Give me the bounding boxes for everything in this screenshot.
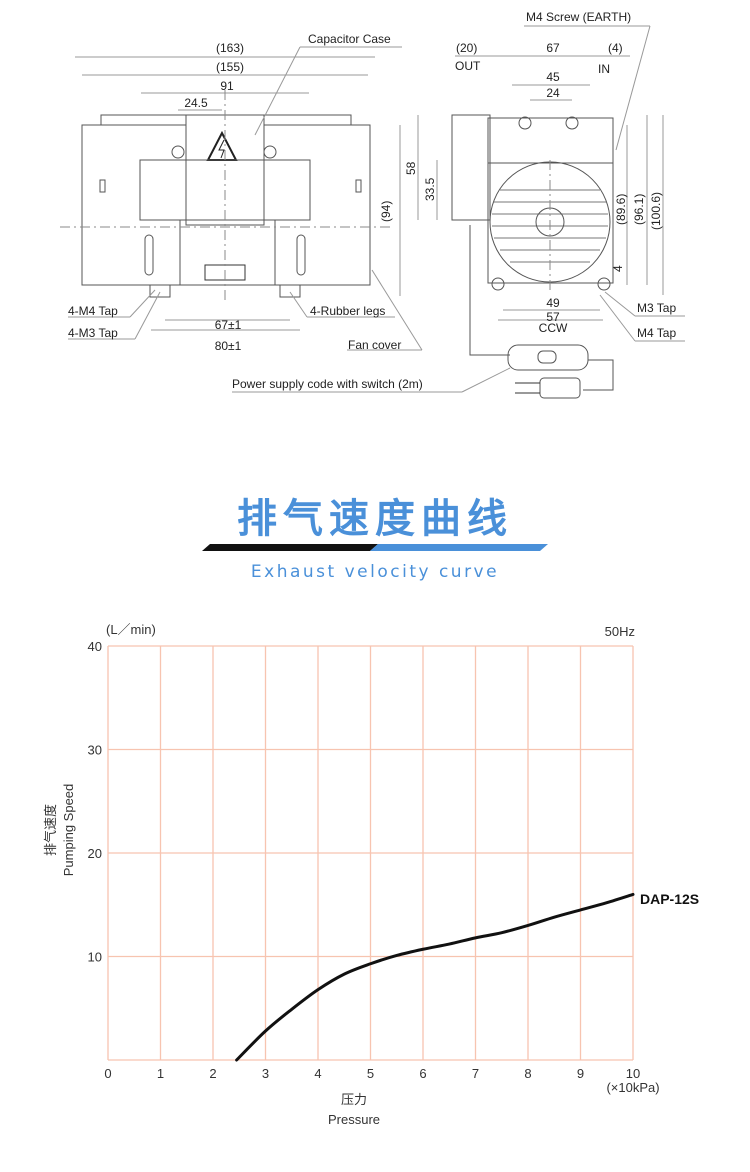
front-view-outline: [60, 46, 511, 393]
dim-24: 24: [546, 86, 560, 100]
x-axis-label-cn: 压力: [341, 1092, 367, 1107]
x-tick-label: 2: [209, 1066, 216, 1081]
series-line-dap-12s: [235, 892, 635, 1062]
ccw-label: CCW: [538, 321, 568, 335]
dim-45: 45: [546, 70, 560, 84]
x-tick-label: 6: [419, 1066, 426, 1081]
section-title-cn: 排气速度曲线: [237, 496, 513, 542]
x-unit-label: (×10kPa): [606, 1080, 659, 1095]
x-axis-label: Pressure: [328, 1112, 380, 1127]
x-tick-label: 1: [157, 1066, 164, 1081]
dim-94: (94): [379, 200, 393, 222]
dim-67-tol: 67±1: [214, 318, 242, 332]
dimension-drawing: [60, 25, 685, 399]
x-tick-label: 0: [104, 1066, 111, 1081]
power-cord-label: Power supply code with switch (2m): [232, 377, 423, 391]
capacitor-case-label: Capacitor Case: [308, 32, 391, 46]
title-underline: [202, 544, 548, 551]
dim-67: 67: [546, 41, 560, 55]
y-tick-label: 20: [88, 846, 102, 861]
rubber-legs-label: 4-Rubber legs: [310, 304, 386, 318]
series-label-dap-12s: DAP-12S: [640, 891, 699, 907]
in-port-label: IN: [598, 62, 610, 76]
dim-163: (163): [215, 41, 245, 55]
chart-ticks: 0 1 2 3 4 5 6 7 8 9 10 10 20 30 40: [88, 639, 641, 1081]
underline-blue: [370, 544, 548, 551]
pumping-speed-chart: 0 1 2 3 4 5 6 7 8 9 10 10 20 30 40 50Hz (L／min) DAP-12…: [43, 622, 699, 1127]
y-tick-label: 30: [88, 743, 102, 758]
dim-49: 49: [546, 296, 560, 310]
m4-tap-label: 4-M4 Tap: [68, 304, 118, 318]
y-tick-label: 10: [88, 950, 102, 965]
m4-tap-side-label: M4 Tap: [637, 326, 677, 340]
frequency-label: 50Hz: [605, 624, 635, 639]
x-tick-label: 10: [626, 1066, 640, 1081]
x-tick-label: 4: [314, 1066, 321, 1081]
fan-cover-label: Fan cover: [348, 338, 402, 352]
dim-57: 57: [546, 310, 560, 324]
dim-58: 58: [404, 161, 418, 175]
x-tick-label: 8: [524, 1066, 531, 1081]
dim-91: 91: [220, 79, 234, 93]
y-unit-label: (L／min): [106, 622, 156, 637]
y-tick-label: 40: [88, 639, 102, 654]
dim-89-6: (89.6): [614, 193, 628, 225]
y-axis-label: Pumping Speed: [61, 784, 76, 877]
dim-4: 4: [611, 265, 625, 272]
dim-24-5: 24.5: [184, 96, 208, 110]
m3-tap-side-label: M3 Tap: [637, 301, 677, 315]
underline-black: [202, 544, 378, 551]
dim-4-top: (4): [608, 41, 623, 55]
chart-grid: [107, 645, 634, 1061]
dim-155: (155): [215, 60, 245, 74]
dim-100-6: (100.6): [649, 191, 663, 230]
y-axis-label-cn: 排气速度: [43, 804, 58, 856]
dim-20: (20): [456, 41, 478, 55]
x-tick-label: 5: [367, 1066, 374, 1081]
dim-33-5: 33.5: [423, 177, 437, 201]
earth-screw-label: M4 Screw (EARTH): [526, 10, 632, 24]
dim-80-tol: 80±1: [214, 339, 242, 353]
x-tick-label: 9: [577, 1066, 584, 1081]
x-tick-label: 7: [472, 1066, 479, 1081]
dim-96-1: (96.1): [632, 193, 646, 225]
m3-tap-label: 4-M3 Tap: [68, 326, 118, 340]
side-view-outline: [417, 25, 685, 399]
section-title-en: Exhaust velocity curve: [250, 562, 500, 582]
x-tick-label: 3: [262, 1066, 269, 1081]
out-port-label: OUT: [455, 59, 481, 73]
